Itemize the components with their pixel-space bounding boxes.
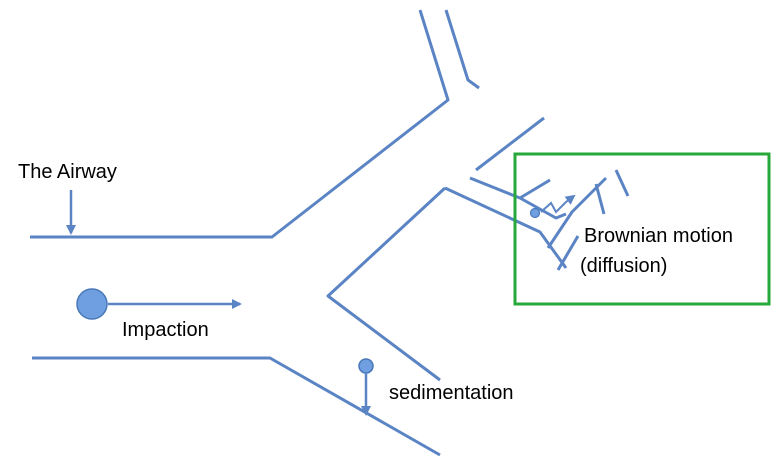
brownian-path bbox=[540, 194, 576, 214]
impaction-label: Impaction bbox=[122, 319, 209, 341]
brownian-particle bbox=[529, 207, 541, 219]
brownian-label-line1: Brownian motion bbox=[584, 225, 733, 247]
airway-upper-wall bbox=[30, 9, 450, 239]
bronchiole-branch-5 bbox=[614, 169, 630, 197]
airway-lower-wall bbox=[32, 356, 441, 457]
bronchiole-branch-4 bbox=[594, 183, 606, 215]
brownian-highlight-box bbox=[513, 152, 771, 306]
bronchiole-branch-1 bbox=[519, 196, 567, 220]
bronchiole-branch-3 bbox=[556, 235, 580, 271]
airway-middle-branch-upper bbox=[475, 116, 545, 172]
airway-inner-wedge bbox=[326, 186, 447, 382]
airway-branch-lower-wall bbox=[444, 186, 568, 269]
brownian-label-line2: (diffusion) bbox=[580, 255, 667, 277]
impaction-particle bbox=[76, 288, 108, 320]
sedimentation-label: sedimentation bbox=[389, 382, 514, 404]
airway-label: The Airway bbox=[18, 161, 117, 183]
sedimentation-particle bbox=[358, 358, 374, 374]
bronchiole-branch-2 bbox=[546, 176, 608, 249]
airway-middle-branch-lower bbox=[469, 176, 551, 200]
airway-top-branch-wall bbox=[444, 9, 480, 90]
